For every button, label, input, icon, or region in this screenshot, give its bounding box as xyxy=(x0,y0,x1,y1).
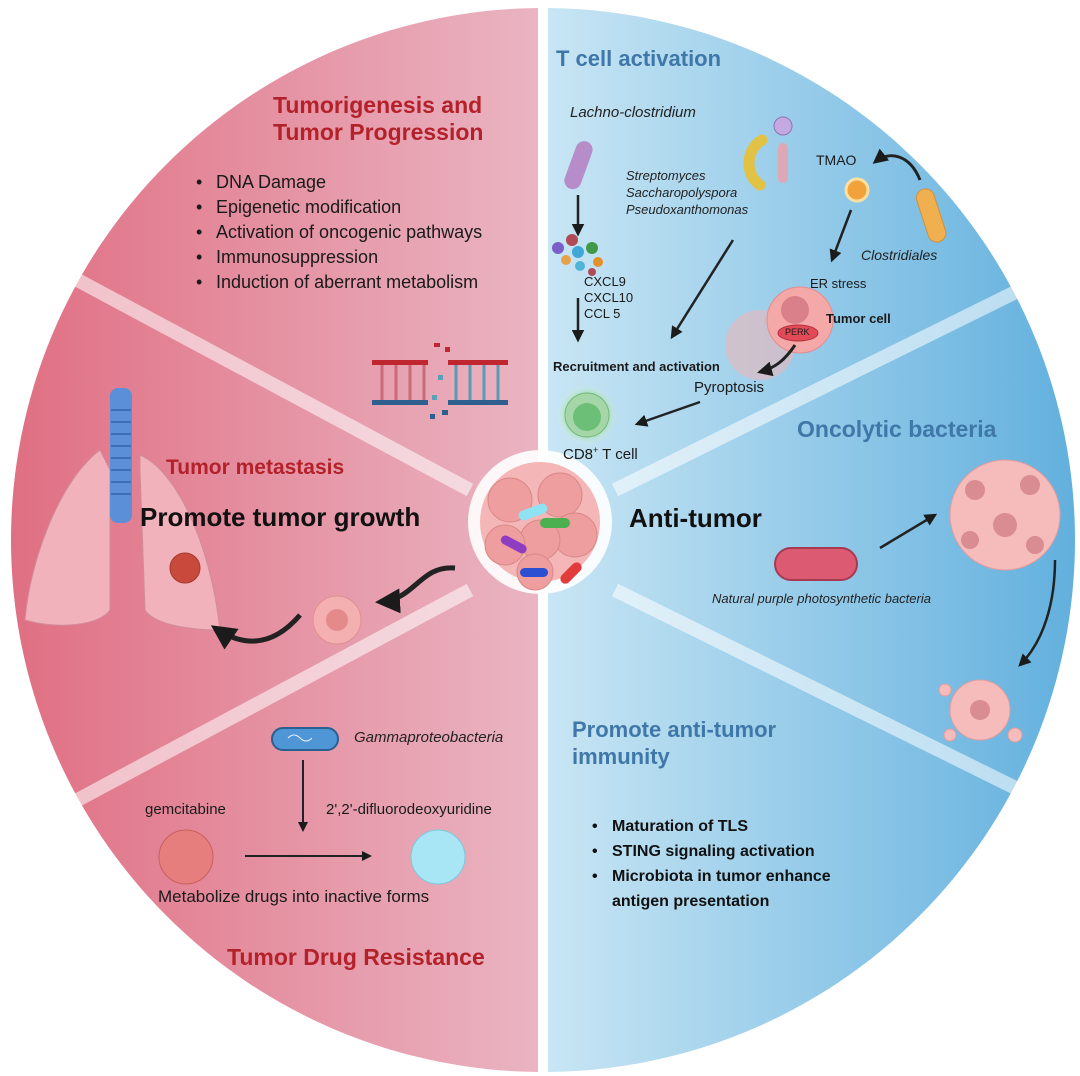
arrow-clostridiales-to-tmao xyxy=(872,148,922,181)
list-item: Epigenetic modification xyxy=(196,195,482,220)
arrow-tumor-to-pyroptosis xyxy=(757,344,797,377)
cxcl9-label: CXCL9 xyxy=(584,274,626,289)
clostridiales-label: Clostridiales xyxy=(861,247,938,263)
tumorigenesis-title-line1: Tumorigenesis and xyxy=(273,92,483,118)
purple-photosynthetic-bacteria-icon xyxy=(774,547,858,581)
difluorodeoxyuridine-label: 2',2'-difluorodeoxyuridine xyxy=(326,801,492,818)
list-item: Microbiota in tumor enhance xyxy=(592,864,831,889)
list-item: Immunosuppression xyxy=(196,245,482,270)
perk-label: PERK xyxy=(785,327,810,337)
metabolize-caption: Metabolize drugs into inactive forms xyxy=(158,887,430,906)
list-item: Activation of oncogenic pathways xyxy=(196,220,482,245)
arrow-tmao-to-er xyxy=(829,209,853,263)
gemcitabine-icon xyxy=(158,829,214,885)
gemcitabine-label: gemcitabine xyxy=(145,801,226,818)
arrow-to-lung xyxy=(210,613,302,650)
purple-bacteria-label: Natural purple photosynthetic bacteria xyxy=(712,591,931,606)
list-item: Maturation of TLS xyxy=(592,814,831,839)
difluorodeoxyuridine-icon xyxy=(410,829,466,885)
list-item: STING signaling activation xyxy=(592,839,831,864)
list-item: Induction of aberrant metabolism xyxy=(196,270,482,295)
arrow-streptomyces-to-recruitment xyxy=(670,239,735,340)
tumor-drug-resistance-title: Tumor Drug Resistance xyxy=(227,944,485,970)
clostridiales-icon xyxy=(915,188,947,243)
tmao-label: TMAO xyxy=(816,152,857,168)
tumor-metastasis-title: Tumor metastasis xyxy=(166,456,345,479)
chemokines-icon xyxy=(552,234,603,276)
immunity-title-line2: immunity xyxy=(572,744,670,769)
cd8-sup: + xyxy=(593,445,599,455)
oncolytic-bacteria-title: Oncolytic bacteria xyxy=(797,416,997,442)
pseudoxanthomonas-label: Pseudoxanthomonas xyxy=(626,202,749,217)
chemokine-labels: CXCL9 CXCL10 CCL 5 xyxy=(584,274,633,322)
anti-tumor-immunity-title: Promote anti-tumor immunity xyxy=(572,716,776,770)
tmao-icon xyxy=(844,177,870,203)
immunity-list: Maturation of TLS STING signaling activa… xyxy=(592,814,831,914)
list-item: DNA Damage xyxy=(196,170,482,195)
anti-tumor-label: Anti-tumor xyxy=(629,503,762,533)
tumor-mass-icon xyxy=(949,459,1061,571)
t-cell-activation-title: T cell activation xyxy=(556,46,722,71)
saccharopolyspora-label: Saccharopolyspora xyxy=(626,185,738,200)
promote-tumor-growth-label: Promote tumor growth xyxy=(140,502,421,532)
cd8-t-cell-label: CD8+ T cell xyxy=(563,445,638,463)
broken-dna-icon xyxy=(372,343,508,419)
er-stress-label: ER stress xyxy=(810,276,867,291)
tumorigenesis-title: Tumorigenesis and Tumor Progression xyxy=(273,92,483,146)
streptomyces-label: Streptomyces xyxy=(626,168,706,183)
tumorigenesis-title-line2: Tumor Progression xyxy=(273,119,484,145)
arrow-bacteria-to-tumor xyxy=(879,513,938,550)
lungs-icon xyxy=(24,388,221,631)
tumor-cell-icon xyxy=(312,595,362,645)
tumorigenesis-list: DNA Damage Epigenetic modification Activ… xyxy=(196,170,482,295)
cd8-t-cell-icon xyxy=(557,385,617,445)
immunity-title-line1: Promote anti-tumor xyxy=(572,717,777,742)
lachnoclostridium-icon xyxy=(564,141,593,190)
sector-dividers xyxy=(36,253,1064,827)
list-item: antigen presentation xyxy=(612,893,770,910)
gammaproteobacteria-icon xyxy=(271,727,339,751)
recruitment-activation-label: Recruitment and activation xyxy=(553,359,720,374)
gammaproteobacteria-label: Gammaproteobacteria xyxy=(354,729,504,746)
cd8-prefix: CD8 xyxy=(563,446,594,463)
perk-badge xyxy=(777,324,819,342)
streptomyces-group-icon xyxy=(743,116,793,191)
arrow-pyroptosis-to-cd8 xyxy=(634,400,701,427)
cxcl10-label: CXCL10 xyxy=(584,290,634,305)
streptomyces-group-label: Streptomyces Saccharopolyspora Pseudoxan… xyxy=(626,167,748,218)
tumor-cell-label: Tumor cell xyxy=(826,311,891,326)
tumor-cluster-with-bacteria-icon xyxy=(468,450,612,594)
ccl5-label: CCL 5 xyxy=(584,306,621,321)
right-half-circle xyxy=(548,8,1075,1072)
lachnoclostridium-label: Lachno-clostridium xyxy=(570,104,696,121)
arrow-tumor-to-lysed xyxy=(1018,559,1057,667)
cd8-suffix: T cell xyxy=(598,446,638,463)
arrow-to-tumor-cell xyxy=(375,565,456,614)
pyroptosis-label: Pyroptosis xyxy=(694,379,765,396)
lysed-tumor-icon xyxy=(938,679,1023,743)
